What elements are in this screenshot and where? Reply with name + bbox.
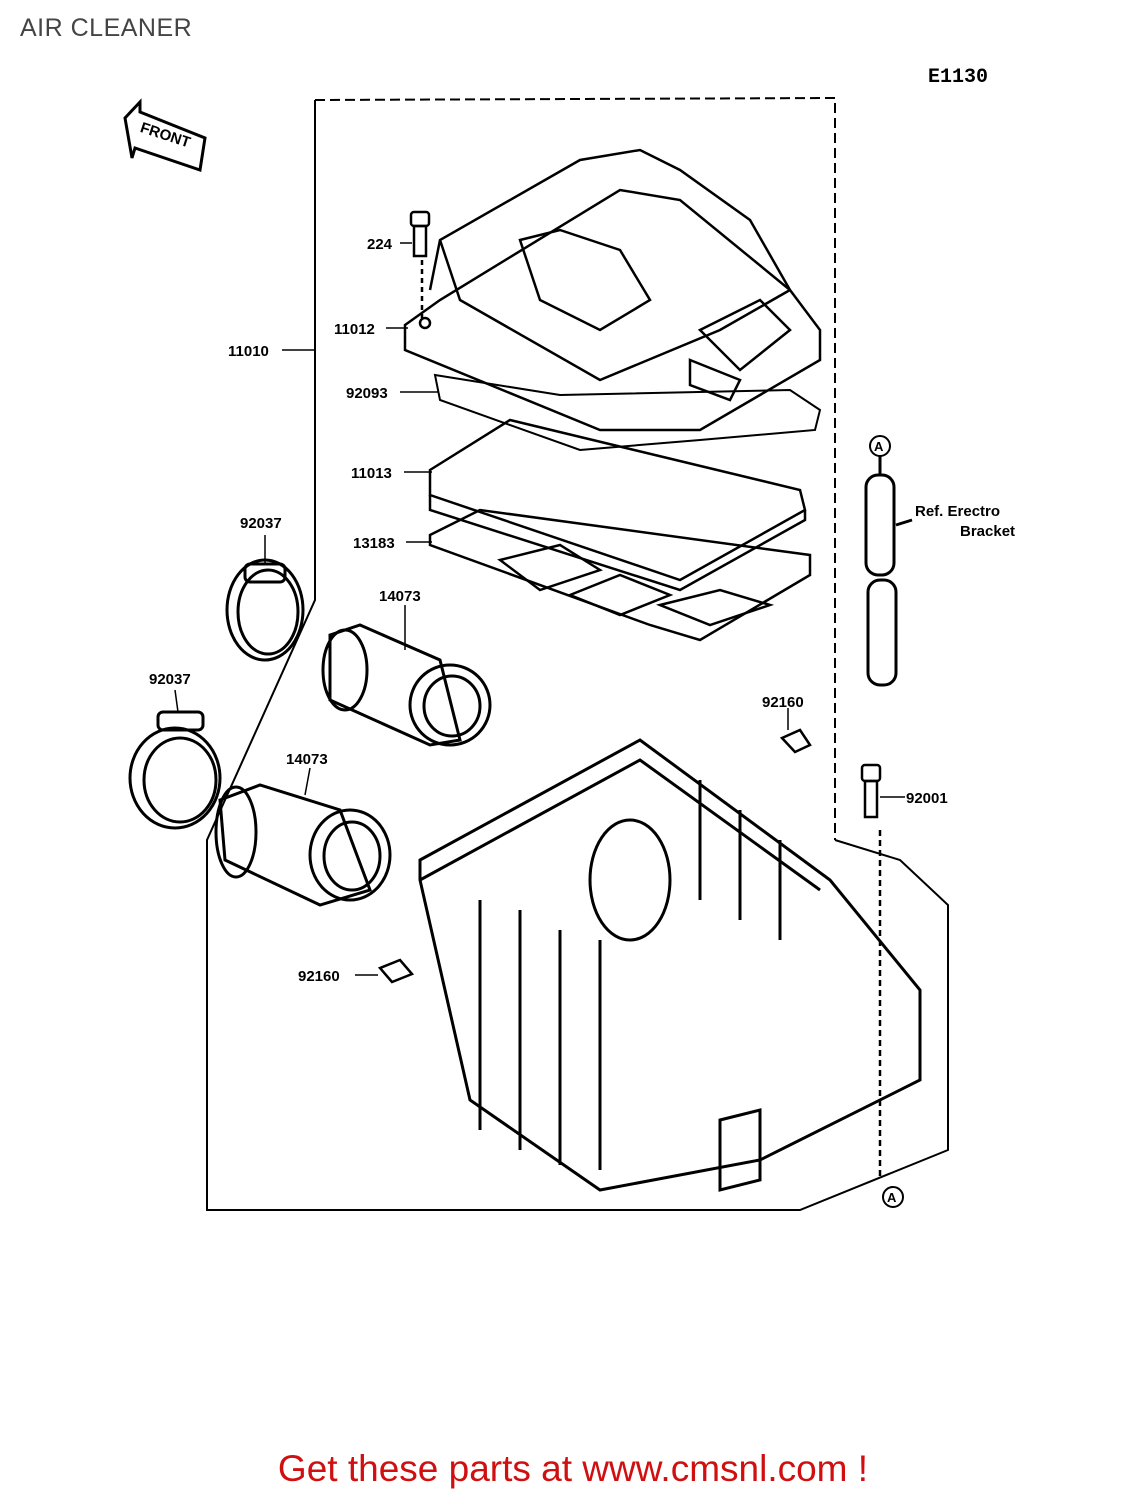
reference-label-line2: Bracket [960,523,1015,540]
assembly-boundary [206,96,949,1211]
intake-duct-14073-top [321,623,492,747]
part-label-13183: 13183 [353,535,395,552]
part-label-11013: 11013 [351,465,392,482]
clamp-92037-top [225,558,305,662]
bolt-224-icon [409,210,431,318]
part-label-92037-top: 92037 [240,515,282,532]
reference-label-line1: Ref. Erectro [915,503,1000,520]
part-label-11010: 11010 [228,343,269,360]
gasket-92093 [433,373,822,452]
intake-duct-14073-bottom [214,783,392,907]
air-cleaner-case [418,738,922,1192]
part-label-224: 224 [367,236,393,253]
filter-element-11013 [428,418,807,592]
part-label-92160-right: 92160 [762,694,804,711]
part-label-14073-top: 14073 [379,588,421,605]
promo-link[interactable]: Get these parts at www.cmsnl.com ! [277,1448,869,1489]
part-label-92160-left: 92160 [298,968,340,985]
page-title: AIR CLEANER [20,14,193,42]
screen-13183 [428,508,812,642]
part-label-11012: 11012 [334,321,375,338]
part-label-92093: 92093 [346,385,388,402]
front-arrow-icon: FRONT [123,98,207,172]
part-label-92037-bottom: 92037 [149,671,191,688]
reference-marker-bottom-label: A [887,1190,897,1205]
reference-tube [864,455,913,687]
air-cleaner-cover [403,148,822,432]
reference-marker-top-icon: A [869,435,891,457]
reference-marker-bottom-icon: A [882,1186,904,1208]
leader-lines [174,242,905,976]
clamp-92037-bottom [128,710,222,830]
clip-92160-left-icon [377,958,415,984]
diagram-code: E1130 [928,66,989,89]
part-label-14073-bottom: 14073 [286,751,328,768]
reference-marker-top-label: A [874,439,884,454]
clip-92160-right-icon [779,728,812,754]
bolt-92001-icon [860,763,882,1180]
part-label-92001: 92001 [906,790,948,807]
